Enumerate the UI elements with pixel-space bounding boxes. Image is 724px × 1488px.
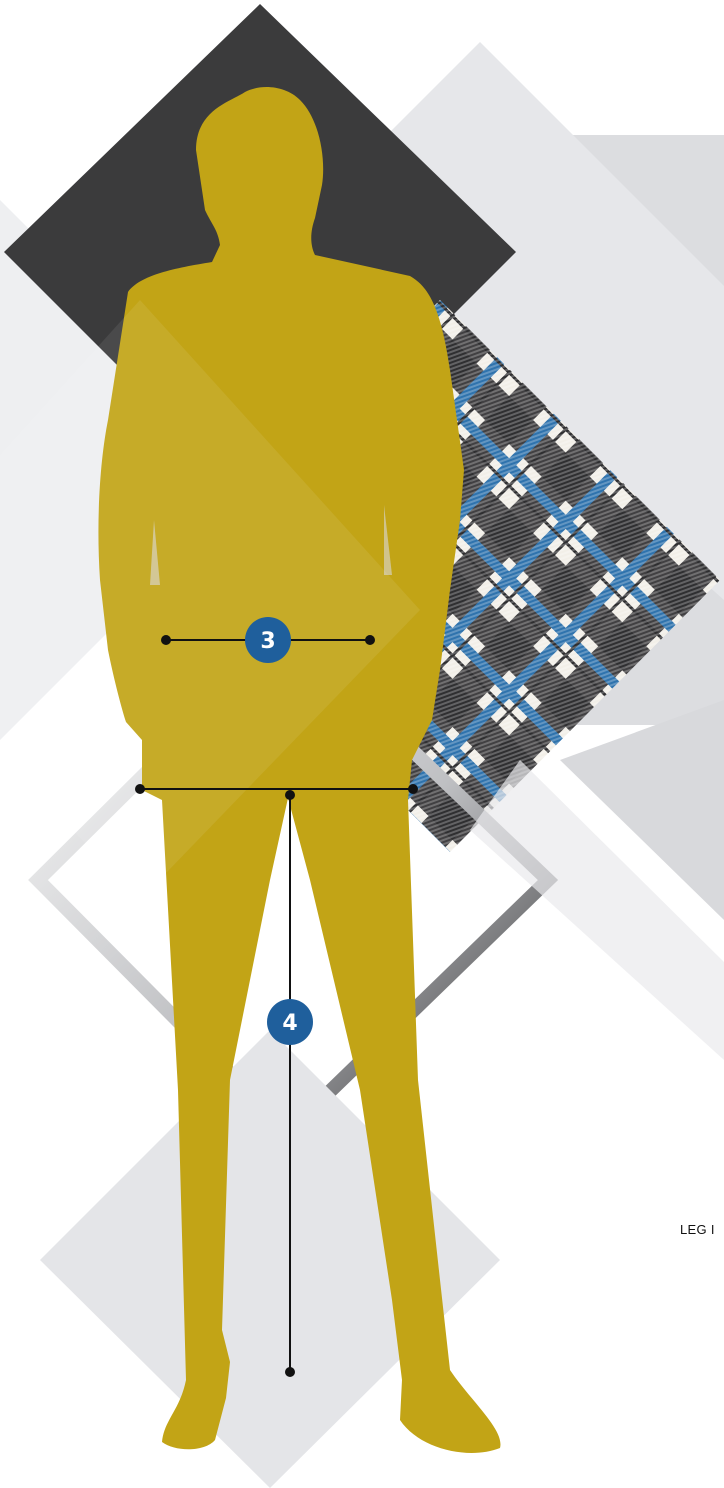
inseam-endpoint-top: [285, 790, 295, 800]
hip-marker-number: 3: [260, 629, 275, 654]
hip-endpoint-right: [365, 635, 375, 645]
waist-endpoint-left: [135, 784, 145, 794]
inseam-endpoint-bottom: [285, 1367, 295, 1377]
hip-endpoint-left: [161, 635, 171, 645]
leg-label: LEG I: [680, 1222, 715, 1237]
waist-endpoint-right: [408, 784, 418, 794]
inseam-marker-number: 4: [282, 1011, 297, 1036]
